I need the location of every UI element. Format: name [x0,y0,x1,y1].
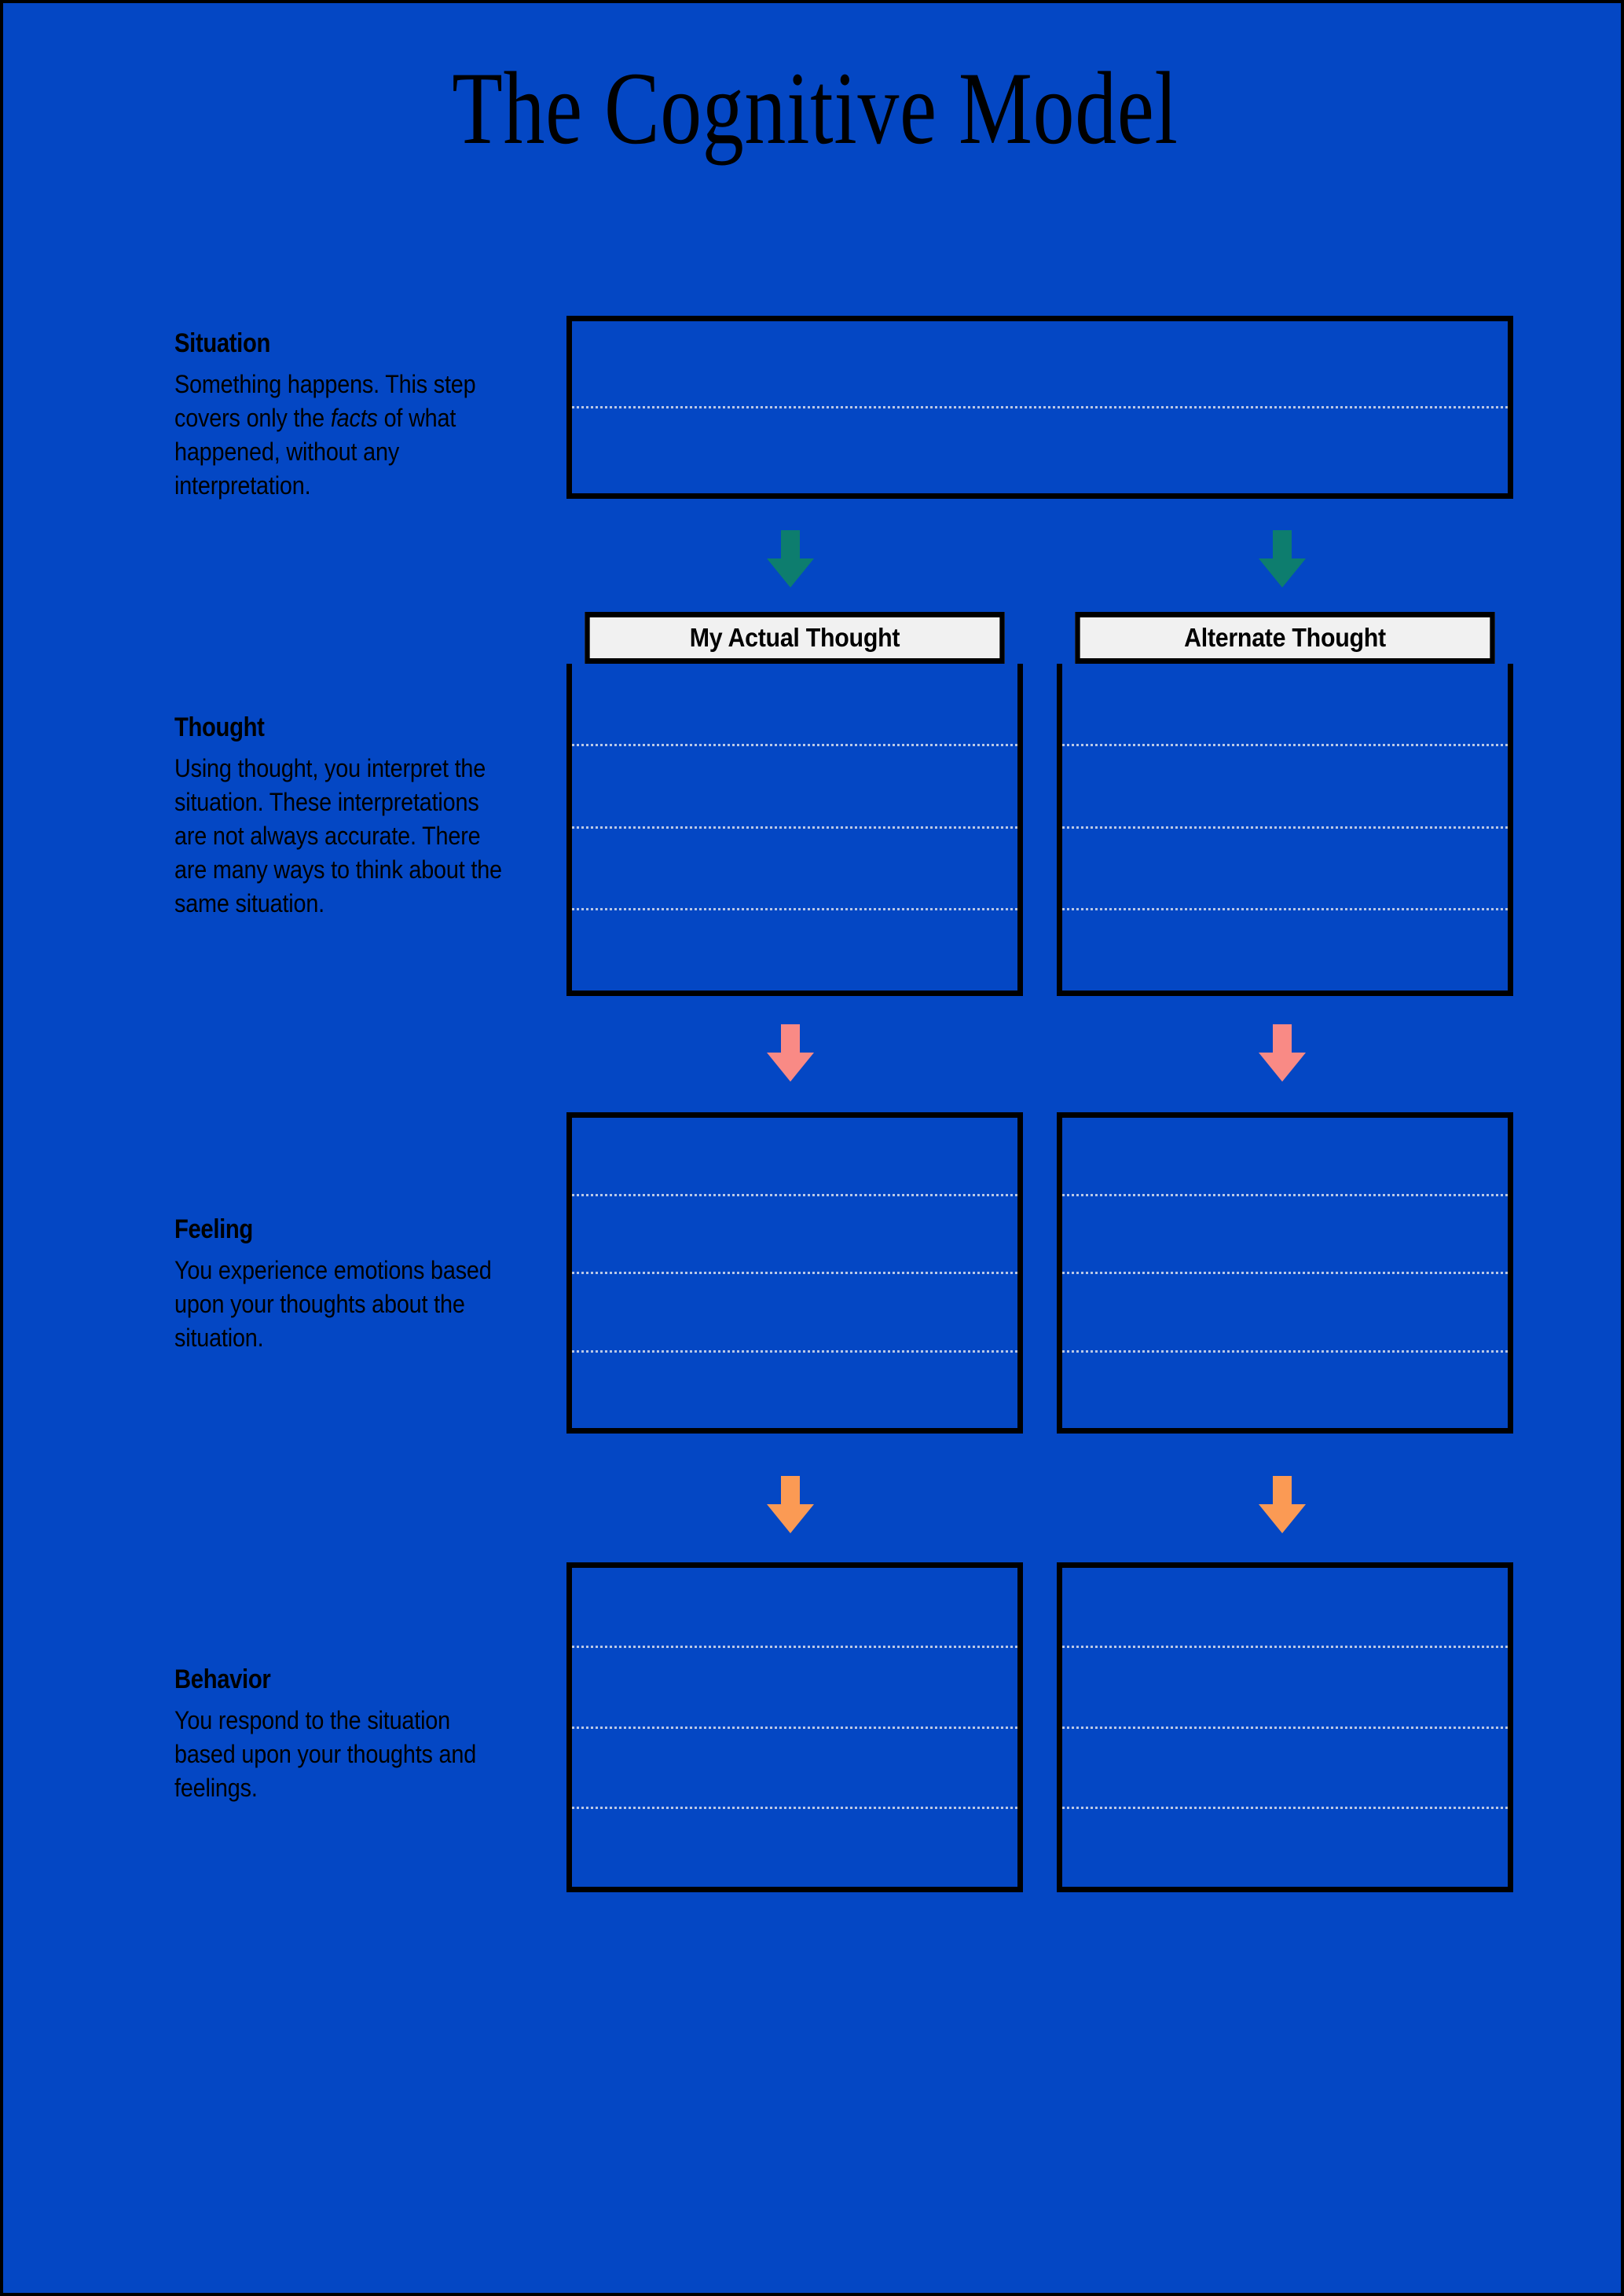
writing-line [572,1729,1017,1809]
arrow-down-icon [1257,530,1307,588]
feeling-actual-input-box[interactable] [566,1112,1023,1434]
writing-line [1062,1118,1508,1196]
writing-line [572,408,1508,493]
arrow-down-icon [765,1476,816,1534]
writing-line [1062,1274,1508,1353]
writing-line [572,1568,1017,1649]
behavior-actual-input-box[interactable] [566,1562,1023,1892]
column-header-alternate-thought: Alternate Thought [1075,612,1495,664]
section-description-situation: Situation Something happens. This step c… [174,328,512,503]
section-body-text-part2: of what happened, without any interpreta… [174,403,456,500]
writing-line [1062,1196,1508,1274]
writing-line [572,1353,1017,1429]
behavior-actual-writing-lines [572,1568,1017,1887]
thought-actual-input-box[interactable] [566,664,1023,996]
writing-line [572,321,1508,408]
writing-line [572,1196,1017,1274]
section-heading-behavior: Behavior [174,1664,271,1694]
writing-line [1062,1809,1508,1887]
writing-line [572,910,1017,991]
section-body-behavior: You respond to the situation based upon … [174,1706,477,1802]
section-body-thought: Using thought, you interpret the situati… [174,754,502,917]
arrow-down-icon [1257,1024,1307,1082]
arrow-down-icon [765,530,816,588]
section-description-thought: Thought Using thought, you interpret the… [174,712,512,920]
writing-line [1062,1648,1508,1729]
writing-line [572,829,1017,911]
column-header-my-actual-thought: My Actual Thought [585,612,1005,664]
writing-line [1062,1353,1508,1429]
writing-line [572,664,1017,746]
writing-line [1062,664,1508,746]
thought-column-alternate: Alternate Thought [1057,612,1513,996]
thought-alternate-input-box[interactable] [1057,664,1513,996]
section-description-feeling: Feeling You experience emotions based up… [174,1214,512,1355]
section-body-situation: Something happens. This step covers only… [174,368,507,503]
section-description-behavior: Behavior You respond to the situation ba… [174,1664,512,1805]
writing-line [572,1274,1017,1353]
thought-alternate-writing-lines [1062,664,1508,991]
writing-line [572,746,1017,829]
writing-line [1062,910,1508,991]
writing-line [572,1809,1017,1887]
thought-column-actual: My Actual Thought [566,612,1023,996]
section-heading-thought: Thought [174,712,265,742]
writing-line [1062,746,1508,829]
writing-line [572,1648,1017,1729]
feeling-actual-writing-lines [572,1118,1017,1428]
feeling-alternate-writing-lines [1062,1118,1508,1428]
behavior-alternate-writing-lines [1062,1568,1508,1887]
section-body-feeling: You experience emotions based upon your … [174,1256,492,1352]
situation-input-box[interactable] [566,316,1513,499]
writing-line [1062,829,1508,911]
section-body-emphasis: facts [330,403,378,432]
page-title: The Cognitive Model [452,50,1179,166]
feeling-alternate-input-box[interactable] [1057,1112,1513,1434]
arrow-down-icon [765,1024,816,1082]
thought-actual-writing-lines [572,664,1017,991]
section-body-text-part1: Something happens. This step covers only… [174,370,476,432]
writing-line [1062,1729,1508,1809]
behavior-alternate-input-box[interactable] [1057,1562,1513,1892]
section-heading-feeling: Feeling [174,1214,253,1244]
writing-line [572,1118,1017,1196]
situation-writing-lines [572,321,1508,493]
arrow-down-icon [1257,1476,1307,1534]
writing-line [1062,1568,1508,1649]
section-heading-situation: Situation [174,328,270,358]
